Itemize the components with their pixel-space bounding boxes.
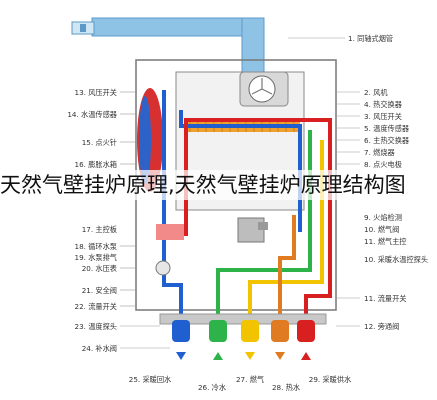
label-left: 20. 水压表 (82, 264, 117, 273)
label-bottom: 27. 燃气 (236, 375, 264, 384)
gas-valve (237, 217, 268, 243)
label-left: 23. 温度探头 (75, 322, 117, 331)
label-left: 22. 流量开关 (75, 302, 117, 311)
label-right: 10. 燃气阀 (364, 225, 399, 234)
label-left: 24. 补水阀 (82, 344, 117, 353)
label-bottom: 29. 采暖供水 (309, 375, 351, 384)
label-right: 11. 流量开关 (364, 294, 406, 303)
label-right: 5. 温度传感器 (364, 124, 409, 133)
control-board (156, 224, 184, 240)
label-right: 4. 热交换器 (364, 100, 402, 109)
label-left: 16. 膨胀水箱 (75, 160, 117, 169)
label-right: 6. 主热交换器 (364, 136, 409, 145)
label-top: 1. 同轴式烟管 (348, 34, 393, 43)
label-right: 8. 点火电极 (364, 160, 402, 169)
label-left: 18. 循环水泵 (75, 242, 117, 251)
label-left: 15. 点火针 (82, 138, 117, 147)
circulation-pump (155, 260, 171, 276)
label-right: 10. 采暖水温控探头 (364, 255, 428, 264)
label-right: 12. 旁通阀 (364, 322, 399, 331)
label-bottom: 25. 采暖回水 (129, 375, 171, 384)
label-left: 21. 安全阀 (82, 286, 117, 295)
flue-pipe (71, 17, 265, 77)
caption: 天然气壁挂炉原理,天然气壁挂炉原理结构图 (0, 170, 437, 200)
label-right: 2. 风机 (364, 88, 388, 97)
fittings (172, 320, 315, 360)
label-bottom: 26. 冷水 (198, 383, 226, 392)
label-right: 3. 风压开关 (364, 112, 402, 121)
label-left: 19. 水泵排气 (75, 253, 117, 262)
label-bottom: 28. 热水 (272, 383, 300, 392)
leader-lines (120, 37, 360, 349)
label-left: 14. 水温传感器 (67, 110, 117, 119)
label-right: 11. 燃气主控 (364, 237, 406, 246)
label-right: 9. 火焰检测 (364, 213, 402, 222)
pipes (162, 90, 332, 314)
fan (239, 71, 289, 107)
label-right: 7. 燃烧器 (364, 148, 395, 157)
label-left: 17. 主控板 (82, 225, 117, 234)
label-left: 13. 风压开关 (75, 88, 117, 97)
